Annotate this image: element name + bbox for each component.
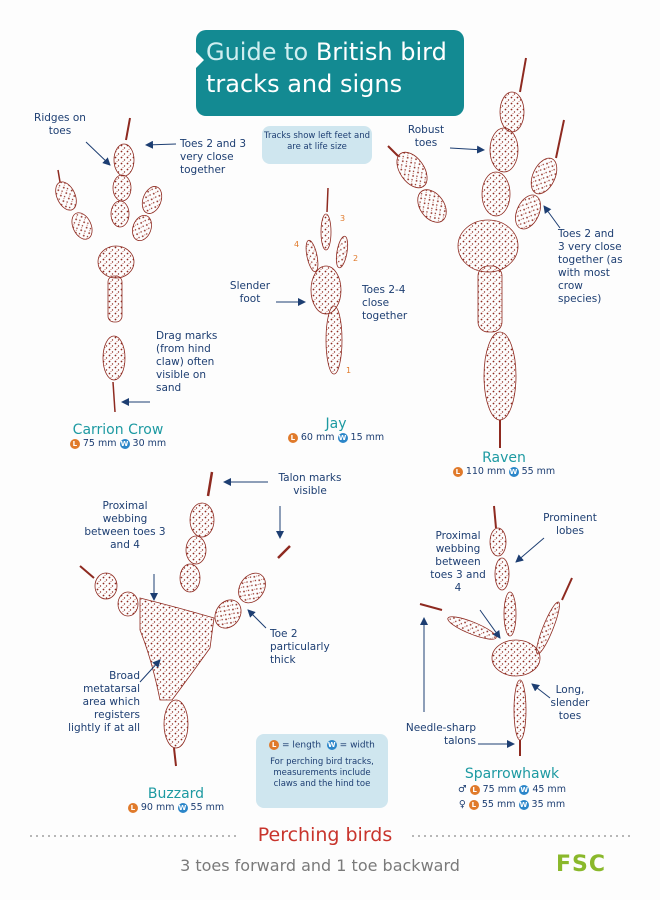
raven-measurements: L 110 mm W 55 mm (444, 466, 564, 477)
annotation-robust-toes: Robust toes (407, 124, 445, 149)
annotation-raven-toes: Toes 2 and 3 very close together (as wit… (558, 228, 623, 305)
annotation-arrows (85, 140, 561, 748)
buzzard-label: Buzzard L 90 mm W 55 mm (116, 786, 236, 813)
width-badge-icon: W (337, 432, 348, 443)
annotation-buzzard-webbing: Proximal webbing between toes 3 and 4 (84, 500, 166, 551)
sparrowhawk-female-measurements: ♀ L 55 mm W 35 mm (458, 799, 566, 810)
buzzard-track (94, 502, 266, 749)
length-badge-icon: L (469, 784, 480, 795)
male-symbol-icon: ♂ (458, 784, 467, 795)
length-badge-icon: L (287, 432, 298, 443)
width-badge-icon: W (326, 740, 337, 750)
raven-name: Raven (482, 450, 526, 466)
length-badge-icon: L (269, 740, 280, 750)
toe-number-4: 4 (294, 240, 300, 249)
annotation-jay-toes: Toes 2-4 close together (362, 284, 408, 322)
annotation-prominent-lobes: Prominent lobes (543, 512, 597, 537)
jay-name: Jay (325, 416, 347, 432)
annotation-long-toes: Long, slender toes (550, 684, 590, 722)
carrion-crow-measurements: L 75 mm W 30 mm (58, 438, 178, 449)
life-size-note: Tracks show left feet and are at life si… (262, 126, 372, 164)
annotation-drag-marks: Drag marks (from hind claw) often visibl… (156, 330, 218, 394)
page-title: Guide to British bird tracks and signs (206, 38, 447, 98)
female-symbol-icon: ♀ (458, 799, 466, 810)
annotation-toe2-thick: Toe 2 particularly thick (270, 628, 330, 666)
width-badge-icon: W (177, 802, 188, 813)
section-title: Perching birds (257, 824, 393, 846)
raven-label: Raven L 110 mm W 55 mm (444, 450, 564, 477)
toe-number-2: 2 (353, 254, 359, 263)
carrion-crow-name: Carrion Crow (72, 422, 164, 438)
width-badge-icon: W (519, 784, 530, 795)
jay-track (305, 213, 349, 375)
buzzard-name: Buzzard (147, 786, 205, 802)
sparrowhawk-male-measurements: ♂ L 75 mm W 45 mm (458, 784, 566, 795)
legend-text: For perching bird tracks, measurements i… (270, 756, 374, 789)
jay-measurements: L 60 mm W 15 mm (276, 432, 396, 443)
annotation-talon-marks: Talon marks visible (278, 472, 342, 497)
legend-key: L = length W = width (262, 740, 382, 751)
sparrowhawk-label: Sparrowhawk ♂ L 75 mm W 45 mm ♀ L 55 mm … (452, 766, 572, 810)
length-badge-icon: L (127, 802, 138, 813)
fsc-logo: FSC (556, 852, 607, 877)
toe-number-1: 1 (346, 366, 352, 375)
width-badge-icon: W (518, 799, 529, 810)
annotation-metatarsal: Broad metatarsal area which registers li… (68, 670, 140, 734)
annotation-sparrowhawk-webbing: Proximal webbing between toes 3 and 4 (430, 530, 486, 594)
annotation-slender-foot: Slender foot (229, 280, 271, 305)
carrion-crow-label: Carrion Crow L 75 mm W 30 mm (58, 422, 178, 449)
width-badge-icon: W (508, 466, 519, 477)
annotation-crow-toes: Toes 2 and 3 very close together (180, 138, 247, 176)
length-badge-icon: L (452, 466, 463, 477)
jay-label: Jay L 60 mm W 15 mm (276, 416, 396, 443)
toe-number-3: 3 (340, 214, 346, 223)
legend-box: L = length W = width For perching bird t… (256, 734, 388, 808)
length-badge-icon: L (468, 799, 479, 810)
width-badge-icon: W (119, 438, 130, 449)
carrion-crow-track (55, 143, 163, 381)
length-badge-icon: L (69, 438, 80, 449)
buzzard-measurements: L 90 mm W 55 mm (116, 802, 236, 813)
annotation-needle-talons: Needle-sharp talons (405, 722, 476, 747)
sparrowhawk-track (447, 527, 560, 741)
sparrowhawk-name: Sparrowhawk (464, 766, 560, 782)
section-subtitle: 3 toes forward and 1 toe backward (180, 856, 460, 875)
raven-track (396, 91, 558, 421)
annotation-ridges: Ridges on toes (34, 112, 86, 137)
